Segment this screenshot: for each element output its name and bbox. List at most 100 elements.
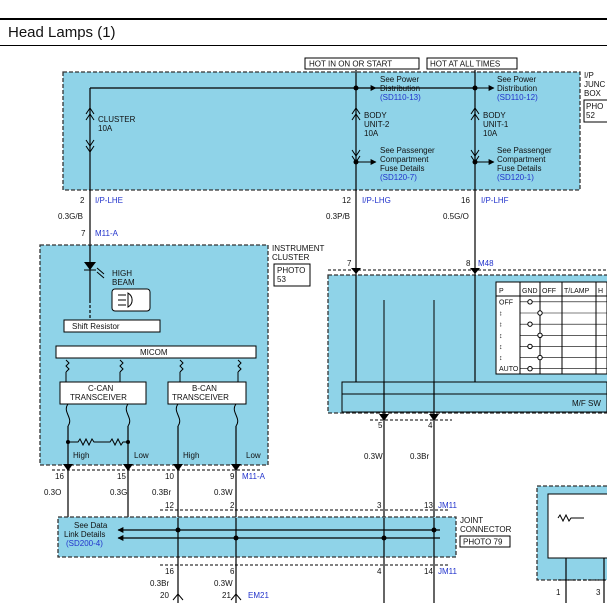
table-header: H [598, 288, 603, 295]
ip-pin: 2 [80, 196, 85, 205]
mf-in-pin: 8 [466, 259, 471, 268]
supply-hot-start: HOT IN ON OR START [309, 60, 392, 69]
joint-bottom-pin: 4 [377, 567, 382, 576]
can-high-label: High [183, 451, 199, 460]
em-pin: 20 [160, 591, 169, 600]
see-passenger-ref: See Passenger [497, 146, 552, 155]
table-rows: OFF↕↕↕↕↕AUTO [499, 299, 607, 373]
see-power-ref: Distribution [497, 84, 537, 93]
see-data-link[interactable]: (SD200-4) [66, 539, 103, 548]
table-header: OFF [542, 288, 556, 295]
cluster-name: INSTRUMENT [272, 244, 325, 253]
joint-top-pin: 3 [377, 501, 382, 510]
see-power-ref: See Power [380, 75, 419, 84]
table-contact [527, 366, 533, 372]
joint-top-pin: 12 [165, 501, 174, 510]
table-contact [527, 343, 533, 350]
joint-bottom-connector: JM11 [438, 567, 458, 576]
joint-top-pin: 13 [424, 501, 433, 510]
supply-hot-all: HOT AT ALL TIMES [430, 60, 500, 69]
wire-color: 0.3W [364, 452, 383, 461]
wire-color: 0.3G [110, 488, 127, 497]
right-module-pin: 3 [596, 588, 601, 597]
wire-color: 0.3Br [152, 488, 171, 497]
cluster-photo-text: PHOTO [277, 266, 305, 275]
see-passenger-ref: Compartment [380, 155, 429, 164]
fuse-body1-rating: 10A [483, 129, 498, 138]
high-beam-label: HIGH [112, 269, 132, 278]
wire-color: 0.3O [44, 488, 61, 497]
ip-connector: I/P-LHG [362, 196, 391, 205]
see-power-link[interactable]: (SD110-12) [497, 93, 538, 102]
ip-pin: 12 [342, 196, 351, 205]
mf-out-pin: 5 [378, 421, 383, 430]
joint-top-pin: 2 [230, 501, 235, 510]
see-data-ref: Link Details [64, 530, 105, 539]
bcan-label: TRANSCEIVER [172, 393, 229, 402]
ip-box-photo [583, 99, 607, 123]
em-pin: 21 [222, 591, 231, 600]
can-high-label: High [73, 451, 89, 460]
cluster-out-pin: 16 [55, 472, 64, 481]
table-contact [537, 332, 543, 338]
see-power-link[interactable]: (SD110-13) [380, 93, 421, 102]
wire-color: 0.3Br [410, 452, 429, 461]
table-contact [537, 310, 543, 316]
cluster-name: CLUSTER [272, 253, 310, 262]
ccan-label: C-CAN [88, 384, 114, 393]
table-row-label: ↕ [499, 344, 503, 351]
see-passenger-link[interactable]: (SD120-7) [380, 173, 417, 182]
table-contact [527, 299, 533, 305]
joint-bottom-pin: 6 [230, 567, 235, 576]
mf-connector: M48 [478, 259, 494, 268]
fuse-cluster-label: CLUSTER [98, 115, 136, 124]
shift-resistor-label: Shift Resistor [72, 322, 120, 331]
micom-box [55, 345, 257, 359]
supply-label-box [426, 57, 518, 70]
wire-color: 0.3P/B [326, 212, 350, 221]
mf-switch-table [495, 281, 607, 375]
table-contact [527, 321, 533, 327]
joint-bottom-pin: 14 [424, 567, 433, 576]
right-module-pin: 1 [556, 588, 561, 597]
fuse-body2-label: UNIT-2 [364, 120, 390, 129]
joint-top-connector: JM11 [438, 501, 458, 510]
see-passenger-link[interactable]: (SD120-1) [497, 173, 534, 182]
bcan-transceiver-box [167, 381, 247, 405]
see-passenger-ref: Fuse Details [380, 164, 424, 173]
joint-photo-text: PHOTO 79 [463, 538, 503, 547]
fuse-cluster-rating: 10A [98, 124, 113, 133]
see-passenger-ref: Compartment [497, 155, 546, 164]
high-beam-icon [111, 288, 151, 312]
table-row-label: ↕ [499, 355, 503, 362]
ip-box-name: I/P [584, 71, 594, 80]
can-low-label: Low [246, 451, 261, 460]
see-power-ref: See Power [497, 75, 536, 84]
wire-color: 0.5G/O [443, 212, 469, 221]
mf-in-pin: 7 [347, 259, 352, 268]
bcan-label: B-CAN [192, 384, 217, 393]
wire-color: 0.3Br [150, 579, 169, 588]
table-row-label: ↕ [499, 333, 503, 340]
ip-junction-box [62, 71, 581, 191]
table-contact [537, 354, 543, 361]
joint-name: CONNECTOR [460, 525, 512, 534]
title-bar: Head Lamps (1) [0, 18, 607, 46]
wire-color: 0.3G/B [58, 212, 83, 221]
shift-resistor-box [63, 319, 161, 333]
joint-bottom-pin: 16 [165, 567, 174, 576]
table-row-label: ↕ [499, 311, 503, 318]
table-row-label: ↕ [499, 322, 503, 329]
cluster-photo-text: 53 [277, 275, 286, 284]
ip-connector: I/P-LHF [481, 196, 509, 205]
ip-box-photo-text: PHO [586, 102, 603, 111]
ip-pin: 16 [461, 196, 470, 205]
see-power-ref: Distribution [380, 84, 420, 93]
cluster-in-pin: 7 [81, 229, 86, 238]
cluster-out-pin: 15 [117, 472, 126, 481]
table-row-label: OFF [499, 299, 513, 306]
mf-out-pin: 4 [428, 421, 433, 430]
can-low-label: Low [134, 451, 149, 460]
ccan-label: TRANSCEIVER [70, 393, 127, 402]
